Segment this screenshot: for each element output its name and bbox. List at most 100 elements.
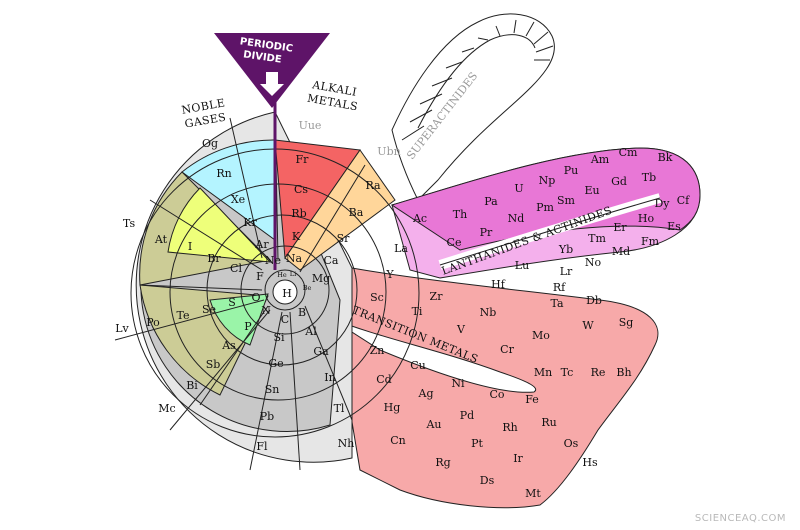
element-xe: Xe: [231, 193, 245, 206]
element-rb: Rb: [291, 207, 306, 220]
element-zr: Zr: [430, 290, 444, 303]
element-cu: Cu: [410, 359, 426, 372]
element-th: Th: [453, 208, 467, 221]
element-co: Co: [489, 388, 504, 401]
element-h: H: [282, 287, 292, 300]
element-ge: Ge: [268, 357, 283, 370]
element-eu: Eu: [584, 184, 599, 197]
element-ta: Ta: [550, 297, 563, 310]
element-ga: Ga: [313, 345, 329, 358]
element-md: Md: [612, 245, 630, 258]
element-c: C: [281, 313, 289, 326]
element-rh: Rh: [502, 421, 517, 434]
element-zn: Zn: [370, 344, 385, 357]
element-w: W: [582, 319, 594, 332]
element-rg: Rg: [435, 456, 450, 469]
element-n: N: [261, 304, 271, 317]
element-po: Po: [146, 316, 160, 329]
element-uue: Uue: [299, 119, 322, 132]
element-la: La: [394, 242, 408, 255]
element-am: Am: [590, 153, 610, 166]
element-og: Og: [202, 137, 218, 150]
element-ba: Ba: [349, 206, 364, 219]
element-k: K: [292, 230, 301, 243]
element-b: B: [298, 306, 306, 319]
element-ds: Ds: [480, 474, 495, 487]
element-au: Au: [425, 418, 441, 431]
element-bk: Bk: [658, 151, 673, 164]
element-ra: Ra: [365, 179, 381, 192]
element-f: F: [256, 270, 264, 283]
element-nh: Nh: [338, 437, 355, 450]
element-be: Be: [303, 284, 312, 292]
element-cf: Cf: [677, 194, 690, 207]
element-se: Se: [202, 303, 216, 316]
element-sn: Sn: [265, 383, 280, 396]
element-ru: Ru: [541, 416, 556, 429]
element-ni: Ni: [451, 377, 465, 390]
element-ce: Ce: [447, 236, 462, 249]
element-rf: Rf: [553, 281, 566, 294]
element-ts: Ts: [123, 217, 136, 230]
element-dy: Dy: [654, 197, 670, 210]
element-fm: Fm: [641, 235, 660, 248]
element-cn: Cn: [390, 434, 406, 447]
periodic-divide-label-2: DIVIDE: [242, 49, 282, 65]
element-pa: Pa: [484, 195, 498, 208]
element-pd: Pd: [460, 409, 474, 422]
element-cs: Cs: [294, 183, 308, 196]
element-bh: Bh: [616, 366, 631, 379]
element-tm: Tm: [588, 232, 606, 245]
transition-metals-lobe: [329, 267, 659, 509]
element-lr: Lr: [560, 265, 573, 278]
element-cl: Cl: [230, 262, 242, 275]
element-re: Re: [591, 366, 606, 379]
element-bi: Bi: [186, 379, 198, 392]
element-hg: Hg: [384, 401, 401, 414]
element-u: U: [514, 182, 523, 195]
element-pr: Pr: [480, 226, 493, 239]
element-br: Br: [207, 252, 221, 265]
element-fl: Fl: [256, 440, 268, 453]
element-pb: Pb: [260, 410, 274, 423]
element-li: Li: [290, 270, 296, 278]
element-mo: Mo: [532, 329, 550, 342]
element-tb: Tb: [642, 171, 656, 184]
element-y: Y: [385, 268, 394, 281]
element-ir: Ir: [513, 452, 523, 465]
element-i: I: [188, 240, 192, 253]
periodic-divide-marker: PERIODIC DIVIDE: [214, 33, 330, 270]
element-ho: Ho: [638, 212, 655, 225]
element-no: No: [585, 256, 602, 269]
element-tc: Tc: [561, 366, 574, 379]
element-fe: Fe: [525, 393, 539, 406]
superactinides-lobe: SUPERACTINIDES: [391, 13, 555, 201]
element-hf: Hf: [491, 278, 506, 291]
element-na: Na: [286, 252, 303, 265]
element-ag: Ag: [418, 387, 434, 400]
element-at: At: [154, 233, 168, 246]
element-sb: Sb: [206, 358, 221, 371]
element-fr: Fr: [296, 153, 310, 166]
element-symbols: H He Li Be Na Mg B C N O F Ne K Ca Al Si…: [115, 119, 690, 500]
element-cd: Cd: [376, 373, 391, 386]
element-sc: Sc: [370, 291, 384, 304]
element-sg: Sg: [619, 316, 634, 329]
element-db: Db: [586, 294, 602, 307]
element-mn: Mn: [534, 366, 552, 379]
element-es: Es: [667, 220, 681, 233]
element-p: P: [244, 320, 252, 333]
element-pm: Pm: [536, 201, 554, 214]
element-he: He: [277, 271, 287, 279]
element-al: Al: [304, 325, 317, 338]
element-cr: Cr: [500, 343, 514, 356]
element-tl: Tl: [334, 402, 345, 415]
element-gd: Gd: [611, 175, 627, 188]
element-ar: Ar: [254, 238, 269, 251]
element-kr: Kr: [243, 216, 257, 229]
spiral-disc: [114, 111, 420, 471]
element-hs: Hs: [582, 456, 598, 469]
element-ti: Ti: [412, 305, 423, 318]
element-mg: Mg: [312, 272, 330, 285]
